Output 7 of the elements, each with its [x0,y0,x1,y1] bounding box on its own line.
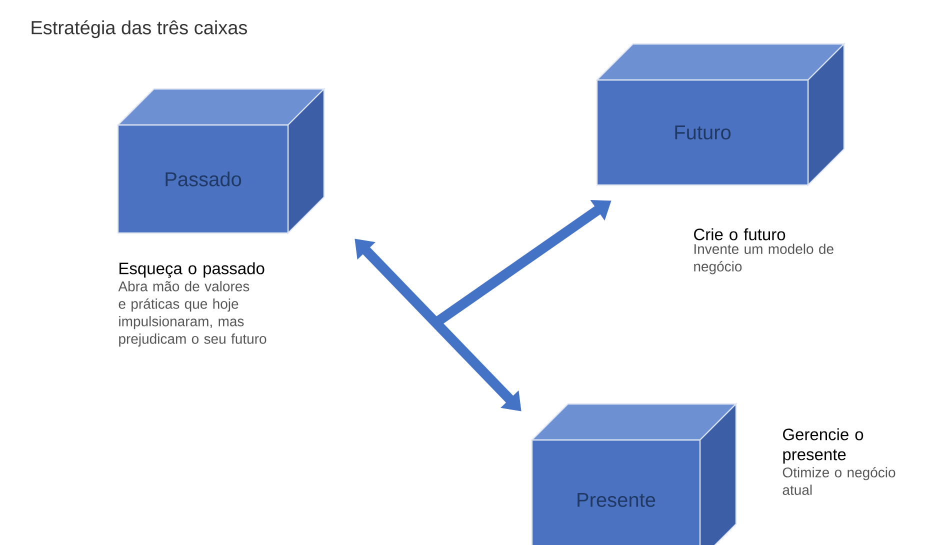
caption-text: Invente um modelo de negócio [694,244,834,274]
caption-heading: Esqueça o passado [120,262,264,278]
caption-heading: Gerencie o presente [783,428,864,464]
caption-text: Otimize o negócio atual [782,466,896,495]
caption-text: Abra mão de valores e práticas que hoje impulsionaram, mas prejudicam o seu futuro [118,281,266,347]
caption-heading: Crie o futuro [694,228,786,240]
title: Estratégia das três caixas [32,20,248,38]
